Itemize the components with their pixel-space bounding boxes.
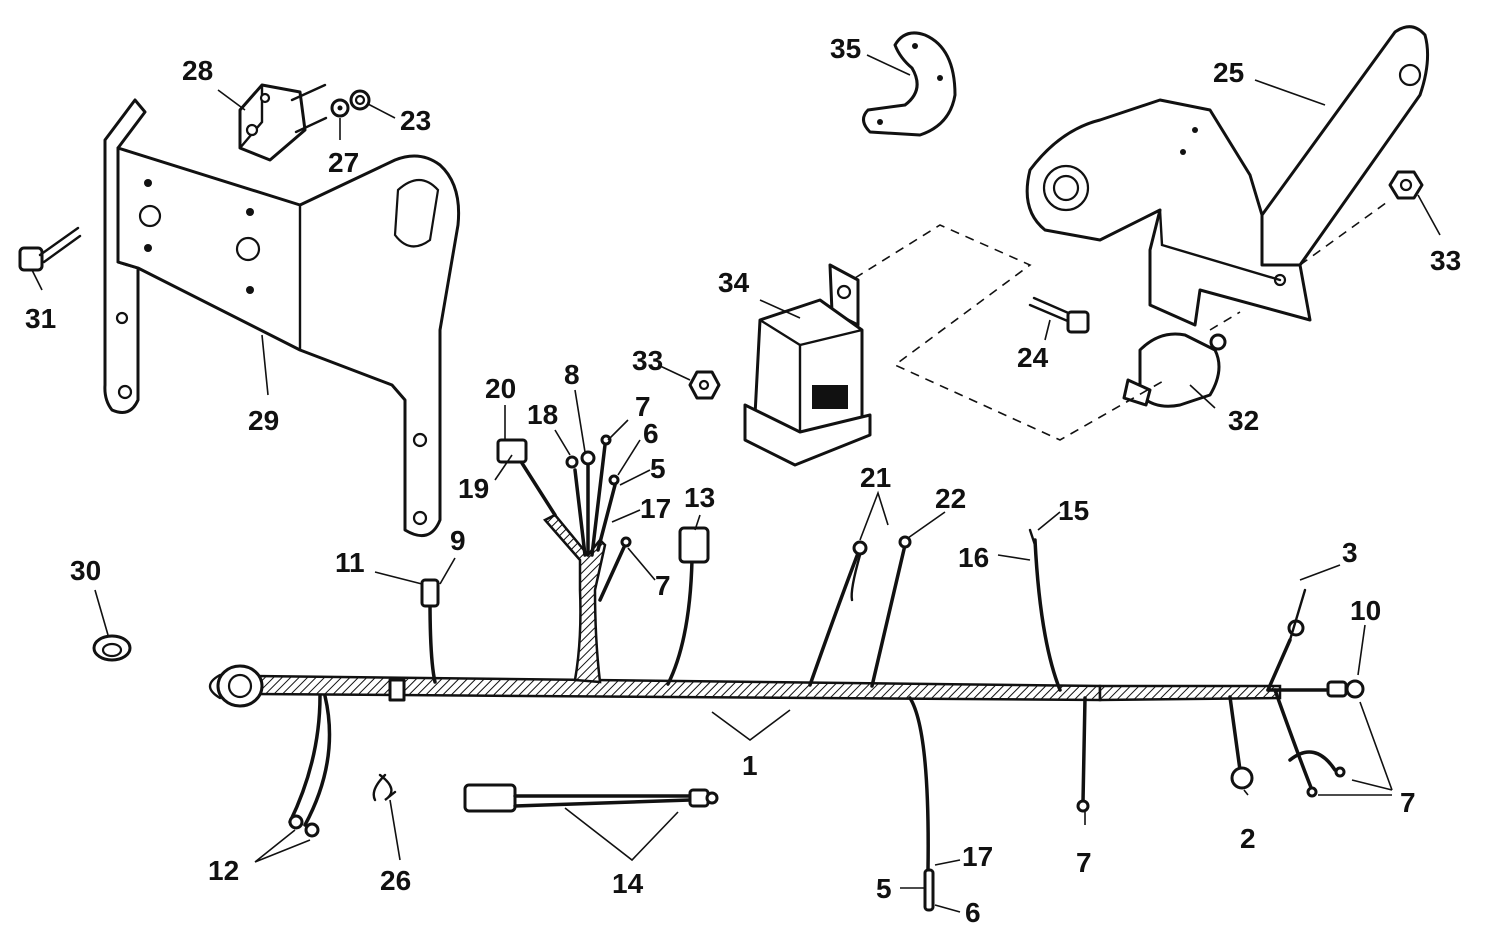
callout-28: 28 <box>182 55 213 86</box>
callout-30: 30 <box>70 555 101 586</box>
callout-16: 16 <box>958 542 989 573</box>
callout-7-lower-left: 7 <box>1076 847 1092 878</box>
leader-lines <box>31 54 1441 913</box>
mounting-bracket-25 <box>1025 25 1430 327</box>
callout-33-right: 33 <box>1430 245 1461 276</box>
callout-35: 35 <box>830 33 861 64</box>
callout-1: 1 <box>742 750 758 781</box>
callout-22: 22 <box>935 483 966 514</box>
callout-20: 20 <box>485 373 516 404</box>
callout-5-lower: 5 <box>876 873 892 904</box>
callout-13: 13 <box>684 482 715 513</box>
clamp-35 <box>862 31 957 137</box>
callout-24: 24 <box>1017 342 1049 373</box>
callout-17-upper: 17 <box>640 493 671 524</box>
callout-5-upper: 5 <box>650 453 666 484</box>
sensor-lead-14 <box>463 783 719 813</box>
alignment-lines <box>854 199 1391 441</box>
wiring-harness-1 <box>208 434 1365 912</box>
clip-26 <box>372 773 397 802</box>
washer-27 <box>330 98 350 118</box>
callout-19: 19 <box>458 473 489 504</box>
callout-26: 26 <box>380 865 411 896</box>
callout-21: 21 <box>860 462 891 493</box>
callout-17-lower: 17 <box>962 841 993 872</box>
callout-2: 2 <box>1240 823 1256 854</box>
callout-6-upper: 6 <box>643 418 659 449</box>
callout-27: 27 <box>328 147 359 178</box>
mounting-bracket-29 <box>103 98 461 538</box>
callout-8: 8 <box>564 359 580 390</box>
callout-labels: 28 23 27 31 29 35 25 33 34 24 32 33 20 8… <box>25 33 1461 928</box>
solenoid-32 <box>1122 332 1227 408</box>
bolt-31 <box>18 226 82 272</box>
screw-24 <box>1028 296 1090 334</box>
callout-33-center: 33 <box>632 345 663 376</box>
nut-33-right <box>1388 170 1424 200</box>
callout-7-lower-right: 7 <box>1400 787 1416 818</box>
callout-29: 29 <box>248 405 279 436</box>
callout-23: 23 <box>400 105 431 136</box>
callout-12: 12 <box>208 855 239 886</box>
nut-33-center <box>688 370 721 400</box>
callout-7-mid: 7 <box>655 570 671 601</box>
callout-18: 18 <box>527 399 558 430</box>
callout-14: 14 <box>612 868 644 899</box>
callout-10: 10 <box>1350 595 1381 626</box>
callout-6-lower: 6 <box>965 897 981 928</box>
terminal-block-28 <box>238 83 328 162</box>
hose-clamp-30 <box>92 634 132 662</box>
callout-7-upper: 7 <box>635 391 651 422</box>
callout-34: 34 <box>718 267 750 298</box>
nut-23 <box>349 89 371 111</box>
callout-9: 9 <box>450 525 466 556</box>
callout-15: 15 <box>1058 495 1089 526</box>
callout-31: 31 <box>25 303 56 334</box>
callout-11: 11 <box>335 547 365 578</box>
callout-3: 3 <box>1342 537 1358 568</box>
callout-32: 32 <box>1228 405 1259 436</box>
callout-25: 25 <box>1213 57 1244 88</box>
relay-34 <box>743 263 872 467</box>
